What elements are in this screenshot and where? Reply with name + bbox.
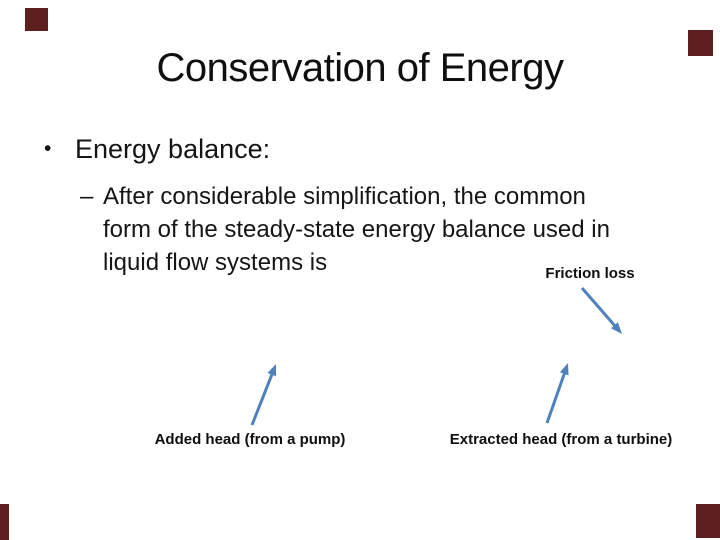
annotation-added-head: Added head (from a pump)	[154, 431, 346, 448]
friction-loss-arrow-head	[611, 322, 622, 334]
sub-bullet-line: form of the steady-state energy balance …	[103, 216, 610, 243]
bullet-text: Energy balance:	[75, 134, 271, 164]
sub-bullet-line: After considerable simplification, the c…	[103, 183, 586, 210]
extracted-head-arrow-line	[545, 370, 567, 424]
corner-square-bottom-left	[0, 504, 9, 540]
sub-bullet-marker: –	[80, 183, 94, 210]
bullet-item-energy-balance: • Energy balance:	[44, 133, 270, 165]
friction-loss-arrow	[580, 287, 622, 334]
corner-square-top-left	[25, 8, 48, 31]
added-head-arrow-head	[267, 364, 277, 377]
bullet-marker: •	[44, 137, 52, 160]
sub-bullet-item: – After considerable simplification, the…	[80, 180, 610, 279]
sub-bullet-line: liquid flow systems is	[103, 249, 328, 276]
annotation-extracted-head: Extracted head (from a turbine)	[449, 431, 673, 448]
sub-bullet-text: After considerable simplification, the c…	[103, 180, 610, 279]
added-head-arrow-line	[250, 370, 275, 426]
corner-square-bottom-right	[696, 504, 720, 538]
added-head-arrow	[250, 364, 277, 426]
slide-title: Conservation of Energy	[156, 46, 564, 90]
annotation-friction-loss: Friction loss	[545, 265, 635, 282]
extracted-head-arrow-head	[559, 363, 569, 376]
friction-loss-arrow-line	[580, 287, 618, 329]
extracted-head-arrow	[545, 363, 569, 424]
